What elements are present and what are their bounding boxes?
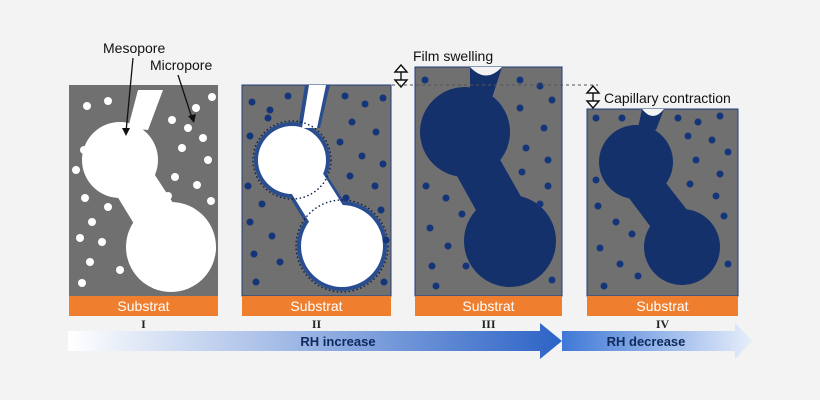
rh-decrease-arrow: RH decrease [562,323,752,359]
substrate-label: Substrat [290,298,342,314]
capillary-contraction-label: Capillary contraction [604,90,731,106]
mesopore-label: Mesopore [103,40,165,56]
rh-increase-arrow: RH increase [68,323,562,359]
panel-numeral: III [481,317,495,331]
substrate-label: Substrat [462,298,514,314]
micropore-pointer [177,74,193,119]
rh-increase-label: RH increase [300,334,375,349]
panel-3: Substrat III [414,66,563,331]
panel-numeral: IV [656,317,670,331]
mesopore-network [82,90,216,292]
substrate-label: Substrat [636,298,688,314]
substrate-bar [587,296,738,316]
substrate-bar [69,296,218,316]
meniscus [470,67,502,76]
double-arrow-icon [393,63,409,89]
panel-4: Substrat IV [586,108,739,331]
micropore-arrowhead [188,114,196,123]
substrate-bar [242,296,391,316]
mesopore-arrowhead [122,128,130,136]
micropore-label: Micropore [150,57,212,73]
water-film-dotted-outline [252,120,389,293]
rh-decrease-label: RH decrease [607,334,686,349]
film-swelling-label: Film swelling [413,48,493,64]
panel-numeral: II [312,317,322,331]
panel-1: Substrat I [69,85,218,331]
mesopore-pointer [125,57,134,133]
mesopore-network [258,85,383,287]
micropores-filled [421,76,556,290]
micropores-filled [244,92,390,286]
panel-2: Substrat II [241,84,392,331]
substrate-bar [415,296,562,316]
double-arrow-icon [585,84,601,110]
meniscus [642,109,664,116]
water-filled-mesopores [420,67,556,287]
substrate-label: Substrat [117,298,169,314]
micropores-filled [592,112,732,290]
micropores [72,93,216,287]
panel-numeral: I [141,317,146,331]
